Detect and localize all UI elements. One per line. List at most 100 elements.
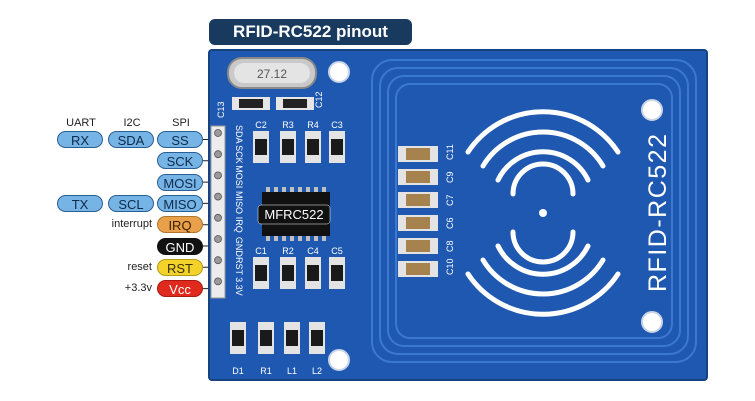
i2c-label-sda: SDA	[108, 131, 154, 148]
chip-leg	[298, 236, 302, 241]
label-c13: C13	[216, 101, 226, 118]
chip-leg	[306, 187, 310, 192]
mounting-hole-top-left	[328, 61, 350, 83]
chip-leg	[290, 187, 294, 192]
silk-rst: RST	[234, 257, 244, 276]
component-l1: L1	[284, 322, 300, 376]
chip-leg	[290, 236, 294, 241]
component-body	[331, 265, 343, 281]
silk-sda: SDA	[234, 125, 244, 144]
component-c4: C4	[305, 246, 321, 289]
component-body	[307, 265, 319, 281]
component-r1: R1	[258, 322, 274, 376]
component-c3: C3	[329, 120, 345, 163]
component-label: L1	[287, 366, 297, 376]
pinout-title: RFID-RC522 pinout	[209, 19, 412, 45]
pin-label-vcc: Vcc	[157, 280, 203, 298]
pin-header	[210, 125, 226, 299]
component-body	[311, 330, 323, 346]
chip-leg	[266, 236, 270, 241]
mounting-hole-bottom-left	[328, 349, 350, 371]
component-d1: D1	[230, 322, 246, 376]
component-body	[307, 139, 319, 155]
header-pin-5	[214, 213, 222, 222]
pin-label-rst: RST	[157, 258, 203, 276]
chip-leg	[282, 187, 286, 192]
board-name: RFID-RC522	[644, 133, 672, 292]
label-c11: C11	[445, 144, 455, 160]
component-body	[286, 330, 298, 346]
component-label: C4	[307, 246, 319, 256]
crystal-label: 27.12	[257, 67, 287, 81]
silk-irq: IRQ	[234, 217, 244, 233]
component-label: L2	[312, 366, 322, 376]
component-label: C1	[255, 246, 267, 256]
pin-note-irq: interrupt	[111, 218, 152, 231]
label-c12: C12	[314, 91, 324, 108]
pin-label-ss: SS	[157, 131, 203, 148]
header-spi: SPI	[172, 117, 190, 129]
component-c6: C6	[398, 215, 455, 231]
header-pin-4	[214, 192, 222, 201]
component-body	[255, 265, 267, 281]
mounting-hole-bottom-right	[641, 311, 663, 333]
pin-label-irq: IRQ	[157, 216, 203, 234]
chip-leg	[298, 187, 302, 192]
header-pin-2	[214, 150, 222, 159]
pin-note-vcc: +3.3v	[124, 282, 152, 295]
label-c7: C7	[445, 194, 455, 206]
component-body	[282, 139, 294, 155]
header-pin-7	[214, 256, 222, 265]
label-c10: C10	[445, 258, 455, 275]
component-label: R4	[307, 120, 319, 130]
component-c7: C7	[398, 192, 455, 208]
pin-label-gnd: GND	[157, 237, 203, 255]
component-c2: C2	[253, 120, 269, 163]
component-r2: R2	[280, 246, 296, 289]
component-body	[255, 139, 267, 155]
silk-sck: SCK	[234, 145, 244, 164]
header-uart: UART	[66, 117, 96, 129]
component-l2: L2	[309, 322, 325, 376]
component-label: C2	[255, 120, 267, 130]
component-c11: C11	[398, 144, 455, 162]
i2c-label-scl: SCL	[108, 194, 154, 212]
header-pin-8	[214, 277, 222, 286]
silk-mosi: MOSI	[234, 165, 244, 188]
c13-c12-parts: C13 C12	[216, 91, 324, 118]
header-i2c: I2C	[123, 117, 141, 129]
component-label: R3	[282, 120, 294, 130]
uart-label-rx: RX	[57, 131, 103, 148]
mounting-hole-top-right	[641, 99, 663, 121]
header-pin-1	[214, 129, 222, 137]
component-label: D1	[232, 366, 244, 376]
header-pin-3	[214, 171, 222, 180]
chip-leg	[274, 236, 278, 241]
component-c10: C10	[398, 258, 455, 277]
label-c6: C6	[445, 217, 455, 229]
chip-label: MFRC522	[264, 207, 323, 222]
label-c8: C8	[445, 240, 455, 252]
chip-leg	[266, 187, 270, 192]
chip-leg	[322, 187, 326, 192]
pin-label-mosi: MOSI	[157, 173, 203, 191]
component-label: C3	[331, 120, 343, 130]
chip-leg	[282, 236, 286, 241]
component-label: R1	[260, 366, 272, 376]
component-body	[282, 265, 294, 281]
component-c1: C1	[253, 246, 269, 289]
component-body	[260, 330, 272, 346]
silk-miso: MISO	[234, 191, 244, 214]
component-body	[232, 330, 244, 346]
pin-note-rst: reset	[127, 260, 152, 273]
component-label: R2	[282, 246, 294, 256]
chip-leg	[274, 187, 278, 192]
pin-label-miso: MISO	[157, 194, 203, 212]
chip-leg	[314, 236, 318, 241]
header-pin-6	[214, 235, 222, 243]
component-c8: C8	[398, 238, 455, 254]
